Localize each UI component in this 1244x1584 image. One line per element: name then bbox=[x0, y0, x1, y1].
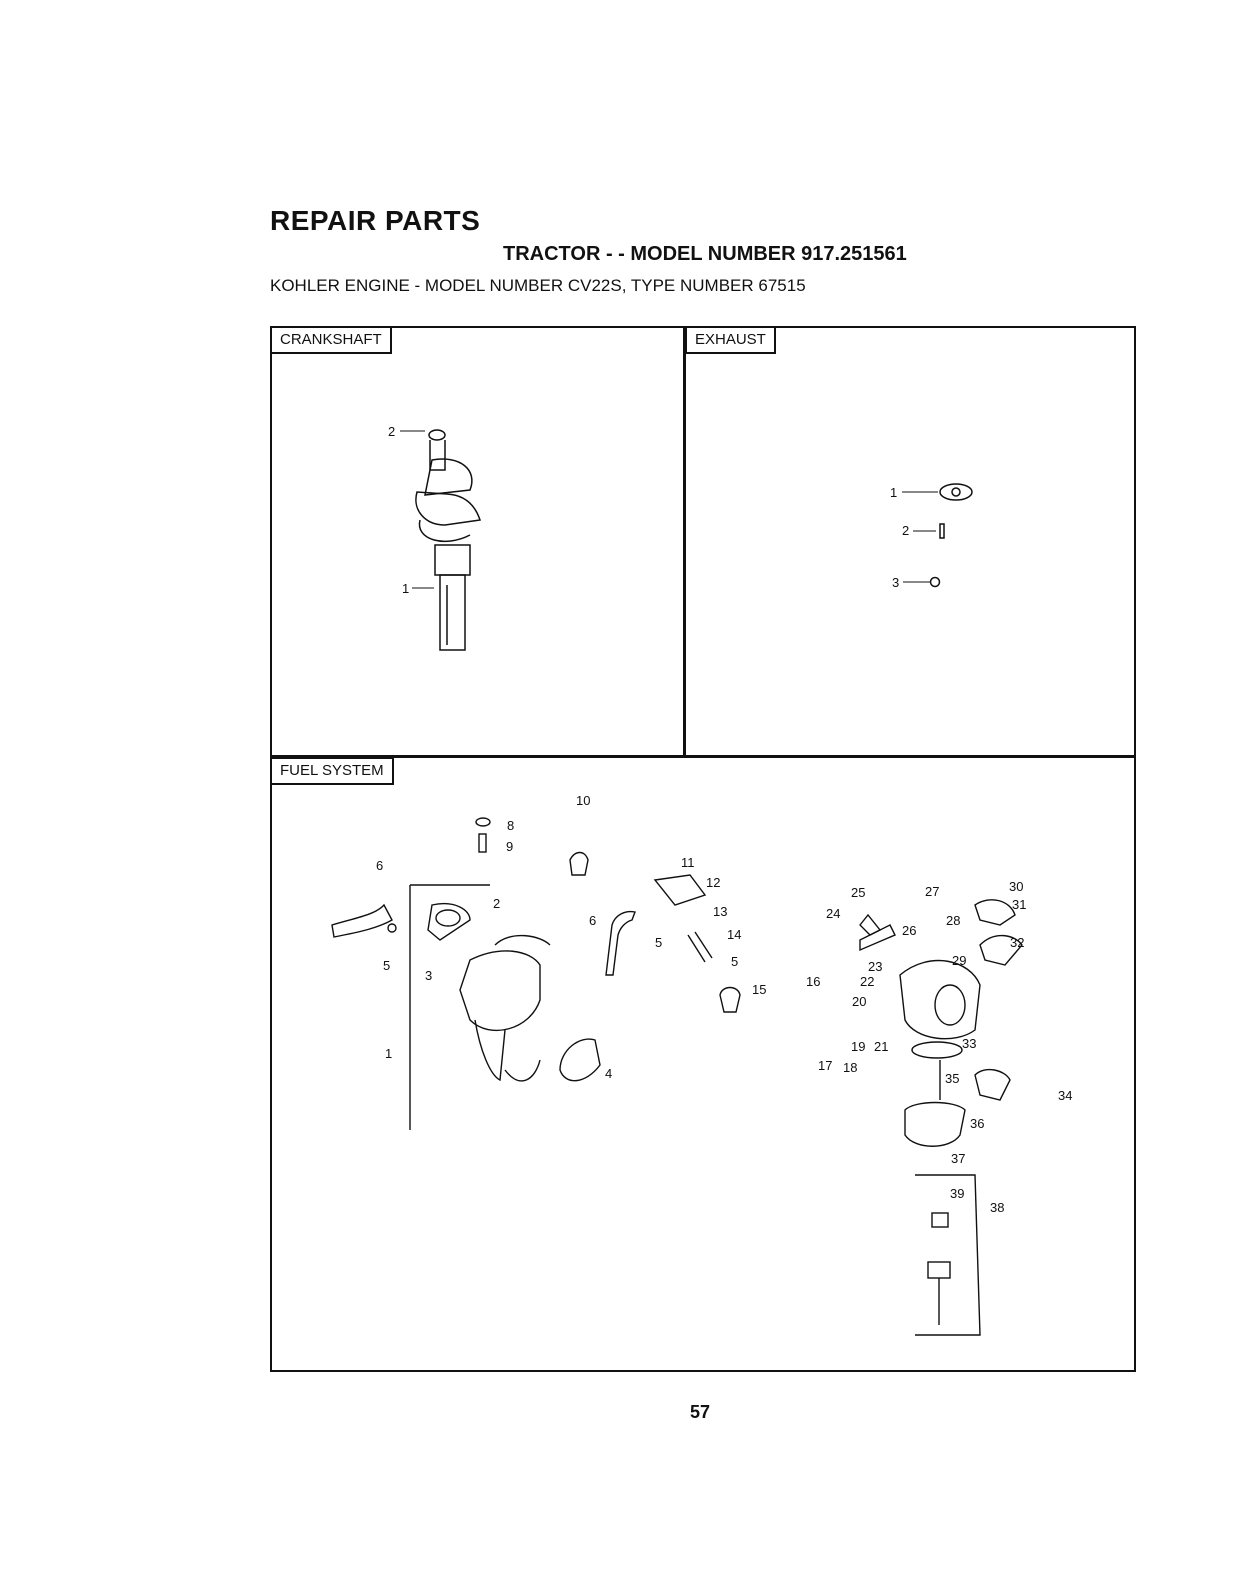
fuel-callout-20: 21 bbox=[874, 1039, 888, 1054]
fuel-callout-31: 32 bbox=[1010, 935, 1024, 950]
exhaust-nut bbox=[929, 576, 941, 588]
fuel-callout-5a: 5 bbox=[383, 958, 390, 973]
fuel-callout-5c: 5 bbox=[731, 954, 738, 969]
fuel-callout-22: 23 bbox=[868, 959, 882, 974]
page-title: REPAIR PARTS bbox=[270, 205, 481, 236]
crankshaft-callout-1: 1 bbox=[402, 581, 409, 596]
exhaust-drawing bbox=[929, 483, 973, 588]
crankshaft-drawing bbox=[415, 429, 481, 651]
page-number: 57 bbox=[690, 1402, 711, 1422]
fuel-callout-5b: 5 bbox=[655, 935, 662, 950]
fuel-callout-24: 25 bbox=[851, 885, 865, 900]
fuel-callout-18: 19 bbox=[851, 1039, 865, 1054]
fuel-callout-27: 28 bbox=[946, 913, 960, 928]
fuel-callout-29: 30 bbox=[1009, 879, 1023, 894]
fuel-callout-14: 15 bbox=[752, 982, 766, 997]
fuel-callout-10: 11 bbox=[681, 855, 695, 870]
crankshaft-part-2 bbox=[428, 429, 446, 441]
fuel-callout-34: 35 bbox=[945, 1071, 959, 1086]
fuel-callout-33: 34 bbox=[1058, 1088, 1072, 1103]
fuel-callout-11: 12 bbox=[706, 875, 720, 890]
fuel-callout-8: 9 bbox=[506, 839, 513, 854]
horizontal-divider bbox=[270, 755, 1136, 758]
fuel-callout-30: 31 bbox=[1012, 897, 1026, 912]
section-tab-fuel-system: FUEL SYSTEM bbox=[270, 757, 394, 785]
exhaust-callout-1: 1 bbox=[890, 485, 897, 500]
fuel-callout-19: 20 bbox=[852, 994, 866, 1009]
fuel-callout-3: 3 bbox=[425, 968, 432, 983]
fuel-callout-25: 26 bbox=[902, 923, 916, 938]
fuel-callout-17: 18 bbox=[843, 1060, 857, 1075]
fuel-callout-9: 10 bbox=[576, 793, 590, 808]
exhaust-gasket bbox=[939, 483, 973, 501]
exhaust-callout-2: 2 bbox=[902, 523, 909, 538]
fuel-system-drawing bbox=[331, 817, 741, 1130]
fuel-callout-6b: 6 bbox=[589, 913, 596, 928]
carburetor-drawing bbox=[859, 899, 1023, 1336]
engine-model-heading: KOHLER ENGINE - MODEL NUMBER CV22S, TYPE… bbox=[270, 276, 806, 295]
fuel-callout-7: 8 bbox=[507, 818, 514, 833]
fuel-callout-32: 33 bbox=[962, 1036, 976, 1051]
fuel-callout-23: 24 bbox=[826, 906, 840, 921]
fuel-callout-37: 38 bbox=[990, 1200, 1004, 1215]
tractor-model-heading: TRACTOR - - MODEL NUMBER 917.251561 bbox=[503, 243, 907, 265]
fuel-callout-15: 16 bbox=[806, 974, 820, 989]
fuel-callout-36: 37 bbox=[951, 1151, 965, 1166]
fuel-callout-28: 29 bbox=[952, 953, 966, 968]
fuel-callout-13: 14 bbox=[727, 927, 741, 942]
section-tab-crankshaft: CRANKSHAFT bbox=[270, 326, 392, 354]
fuel-callout-26: 27 bbox=[925, 884, 939, 899]
crankshaft-callout-2: 2 bbox=[388, 424, 395, 439]
fuel-callout-4: 4 bbox=[605, 1066, 612, 1081]
fuel-callout-38: 39 bbox=[950, 1186, 964, 1201]
exhaust-callout-3: 3 bbox=[892, 575, 899, 590]
fuel-callout-1: 1 bbox=[385, 1046, 392, 1061]
fuel-callout-21: 22 bbox=[860, 974, 874, 989]
exhaust-stud bbox=[939, 523, 945, 539]
fuel-callout-2: 2 bbox=[493, 896, 500, 911]
fuel-callout-6a: 6 bbox=[376, 858, 383, 873]
section-tab-exhaust: EXHAUST bbox=[685, 326, 776, 354]
fuel-callout-16: 17 bbox=[818, 1058, 832, 1073]
vertical-divider bbox=[683, 326, 686, 756]
fuel-callout-35: 36 bbox=[970, 1116, 984, 1131]
fuel-callout-12: 13 bbox=[713, 904, 727, 919]
